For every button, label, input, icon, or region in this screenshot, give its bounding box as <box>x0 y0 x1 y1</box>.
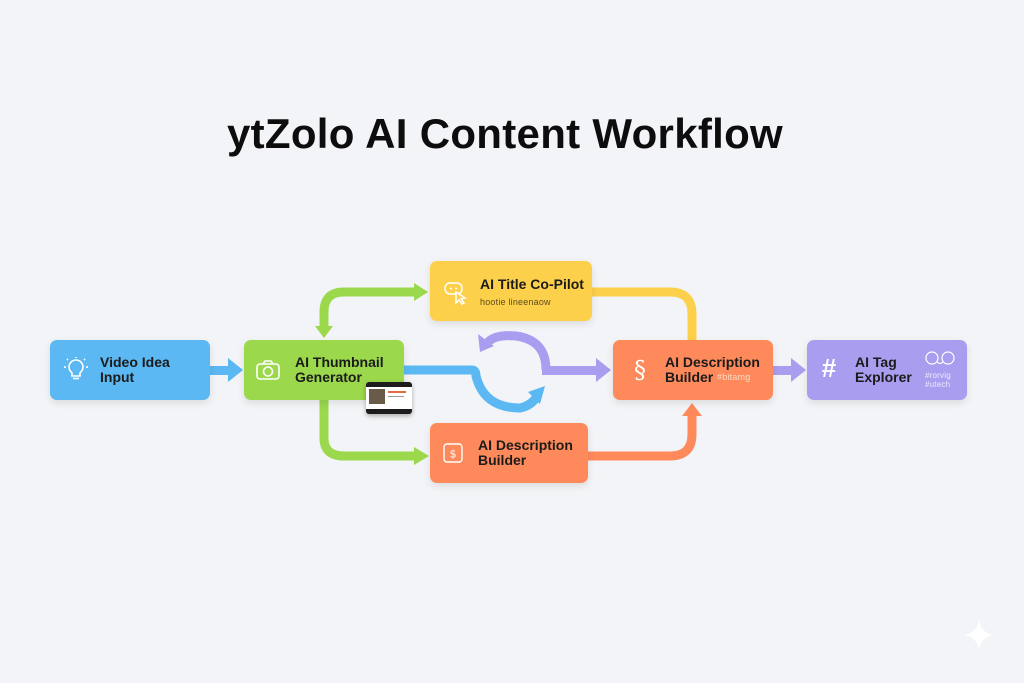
dollar-script-icon: § <box>634 356 646 384</box>
node-label: AI Thumbnail Generator <box>295 355 384 385</box>
node-ai-tag-explorer[interactable]: # AI Tag Explorer #rorvig #utech <box>807 340 967 400</box>
lightbulb-icon <box>64 357 88 383</box>
tag-list: #rorvig #utech <box>925 371 951 389</box>
dollar-doc-icon: $ <box>443 443 463 463</box>
label-line-2: Explorer <box>855 369 912 385</box>
label-line-1: AI Description <box>478 437 573 453</box>
arrow-description-to-tag <box>773 358 806 382</box>
node-label: AI Title Co-Pilot <box>480 276 584 292</box>
node-label: AI Description Builder <box>478 438 573 468</box>
preview-top-bar <box>366 382 412 387</box>
arrow-video-to-thumbnail <box>210 358 243 382</box>
node-subtitle: hootie lineenaow <box>480 297 551 307</box>
page-title: ytZolo AI Content Workflow <box>226 110 784 157</box>
label-line-1: AI Description <box>665 354 760 370</box>
node-label: AI Description Builder <box>665 355 760 385</box>
label-line-1: AI Thumbnail <box>295 354 384 370</box>
node-label: Video Idea Input <box>100 355 170 385</box>
arrow-thumbnail-to-description-alt <box>319 400 429 465</box>
node-video-idea-input[interactable]: Video Idea Input <box>50 340 210 400</box>
cycle-arrow-purple <box>478 331 611 382</box>
sparkle-icon <box>964 620 994 650</box>
node-ai-description-builder[interactable]: § AI Description Builder #bitamg <box>613 340 773 400</box>
preview-title-line <box>388 391 406 393</box>
label-line-2: Builder <box>665 369 714 385</box>
label-line-2: Generator <box>295 369 362 385</box>
arrow-description-alt-to-description <box>588 403 702 461</box>
chat-bubbles-icon <box>923 350 957 366</box>
label-line-1: Video Idea <box>100 354 170 370</box>
preview-image <box>369 389 385 404</box>
label-line-2: Input <box>100 369 135 385</box>
thumbnail-preview-card <box>366 382 412 414</box>
preview-subtitle-line <box>388 396 404 397</box>
svg-text:$: $ <box>450 448 457 461</box>
label-line-2: Builder <box>478 452 527 468</box>
node-ai-description-builder-alt[interactable]: $ AI Description Builder <box>430 423 588 483</box>
label-line-1: AI Tag <box>855 354 897 370</box>
preview-bottom-bar <box>366 409 412 414</box>
tag-item: #utech <box>925 380 951 389</box>
node-tag: #bitamg <box>717 372 751 382</box>
arrow-title-to-description <box>592 287 697 340</box>
cycle-arrow-blue <box>404 365 545 413</box>
hashtag-icon: # <box>821 352 837 383</box>
node-ai-title-copilot[interactable]: AI Title Co-Pilot hootie lineenaow <box>430 261 592 321</box>
tag-item: #rorvig <box>925 371 951 380</box>
arrow-thumbnail-to-title <box>315 283 428 338</box>
camera-icon <box>256 359 280 381</box>
node-label: AI Tag Explorer <box>855 355 912 385</box>
cursor-chat-icon <box>444 281 468 305</box>
